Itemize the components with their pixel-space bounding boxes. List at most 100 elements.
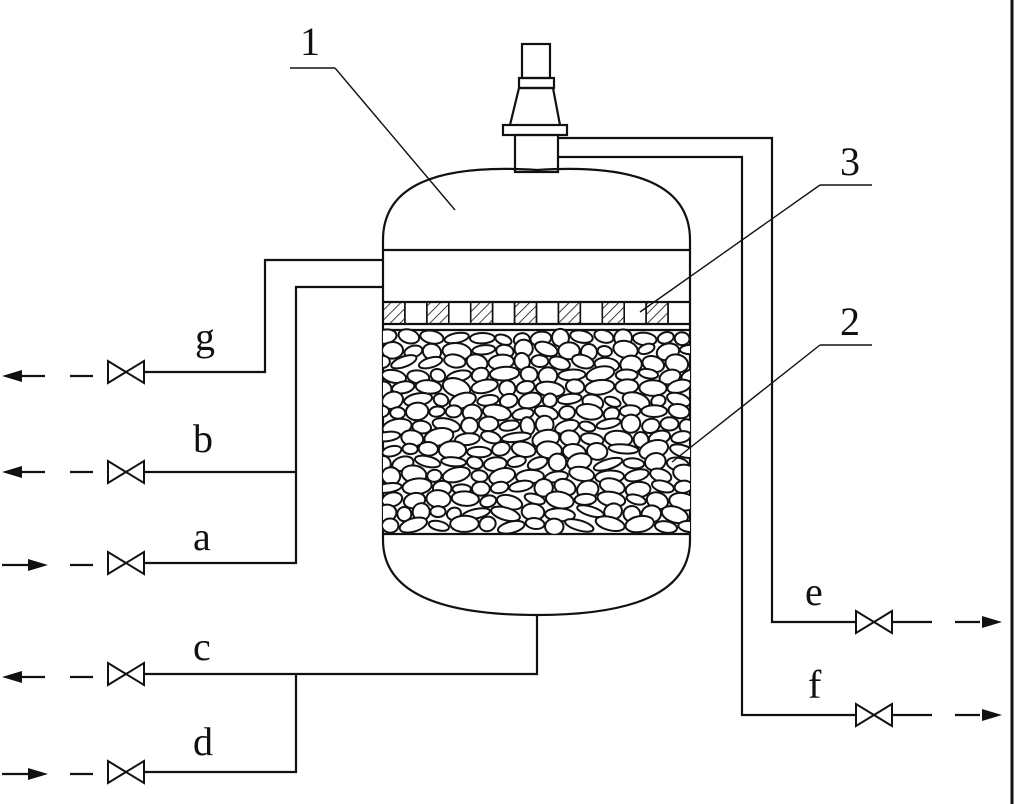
- packing-pebble: [389, 406, 407, 420]
- packing-pebble: [673, 331, 690, 347]
- packing-pebble: [524, 517, 546, 530]
- packing-pebble: [383, 368, 408, 385]
- packing-pebble: [688, 359, 690, 371]
- packing-pebble: [496, 519, 526, 534]
- packing-pebble: [460, 416, 479, 435]
- valve-c[interactable]: [107, 661, 145, 687]
- packing-pebble: [417, 440, 439, 457]
- packing-pebble: [547, 452, 568, 473]
- arrow-f: [955, 709, 1002, 721]
- line-label-a: a: [193, 514, 211, 559]
- packing-pebble: [470, 480, 491, 497]
- top-nozzle: [501, 42, 569, 174]
- distributor-gap: [535, 301, 560, 325]
- packing-pebble: [398, 516, 428, 534]
- valve-d[interactable]: [107, 759, 145, 785]
- packing-pebble: [383, 444, 403, 458]
- packing-pebble: [489, 480, 510, 495]
- distributor-hatched-block: [469, 301, 494, 325]
- packing-pebble: [396, 505, 413, 523]
- packing-pebble: [586, 441, 609, 461]
- packing-pebble: [659, 416, 680, 432]
- distributor-hatched-block: [601, 301, 625, 325]
- packing-pebble: [653, 520, 678, 534]
- packing-pebble: [697, 493, 718, 512]
- packing-pebble: [390, 354, 418, 370]
- valve-b[interactable]: [107, 459, 145, 485]
- packing-pebble: [689, 405, 690, 424]
- packing-pebble: [414, 454, 442, 469]
- packing-pebble: [498, 392, 519, 409]
- packing-pebble: [692, 478, 719, 502]
- distributor-plate: [382, 300, 691, 326]
- packing-pebble: [593, 328, 615, 344]
- packing-pebble: [573, 492, 598, 506]
- packing-pebble: [498, 419, 521, 432]
- packing-bed: [383, 327, 729, 536]
- packing-pebble: [397, 328, 421, 345]
- packing-pebble: [690, 378, 714, 400]
- packing-pebble: [620, 413, 642, 434]
- packing-pebble: [480, 430, 502, 445]
- packing-pebble: [564, 378, 586, 395]
- packing-pebble: [689, 336, 690, 340]
- packing-pebble: [428, 405, 446, 418]
- packing-pebble: [556, 392, 583, 406]
- left-piping: [143, 258, 539, 774]
- line-label-e: e: [805, 569, 823, 614]
- packing-pebble: [466, 445, 493, 459]
- callout-vessel-label: 1: [300, 19, 320, 64]
- packing-pebble: [568, 465, 596, 483]
- packing-pebble: [622, 457, 646, 470]
- distributor-gap: [579, 301, 604, 325]
- packing-pebble: [680, 367, 690, 383]
- packing-pebble: [607, 443, 640, 455]
- packing-pebble: [584, 378, 616, 396]
- callout-leaders: [290, 67, 872, 463]
- packing-pebble: [692, 432, 708, 443]
- valve-g[interactable]: [107, 359, 145, 385]
- packing-pebble: [508, 479, 534, 493]
- packing-pebble: [678, 343, 690, 356]
- packing-pebble: [594, 515, 626, 532]
- packing-pebble: [526, 455, 549, 471]
- distributor-hatched-block: [426, 301, 450, 325]
- packing-pebble: [477, 415, 500, 433]
- packing-pebble: [603, 395, 622, 408]
- line-label-d: d: [193, 719, 213, 764]
- packing-pebble: [651, 479, 675, 494]
- valve-a[interactable]: [107, 550, 145, 576]
- distributor-hatched-block: [557, 301, 582, 325]
- packing-pebble: [592, 456, 624, 472]
- packing-pebble: [383, 517, 400, 534]
- packing-pebble: [544, 517, 565, 534]
- packing-pebble: [569, 329, 594, 344]
- packing-pebble: [491, 440, 511, 457]
- packing-pebble: [558, 404, 576, 421]
- distributor-gap: [623, 301, 647, 325]
- packing-pebble: [625, 493, 647, 506]
- packing-pebble: [441, 466, 471, 484]
- distributor-hatched-block: [382, 301, 406, 325]
- line-label-c: c: [193, 624, 211, 669]
- packing-pebble: [638, 367, 660, 380]
- packing-pebble: [624, 514, 655, 534]
- packing-pebble: [401, 442, 419, 456]
- packing-pebble: [429, 505, 447, 519]
- packing-pebble: [444, 404, 463, 419]
- arrow-c: [2, 671, 93, 683]
- packing-pebble: [578, 420, 597, 433]
- distributor-gap: [404, 301, 428, 325]
- packing-pebble: [440, 456, 467, 468]
- packing-pebble: [470, 378, 499, 395]
- packing-pebble: [541, 392, 558, 409]
- packing-pebble: [698, 464, 729, 484]
- packing-pebble: [468, 331, 496, 345]
- valve-f[interactable]: [855, 702, 893, 728]
- valve-e[interactable]: [855, 609, 893, 635]
- packing-pebble: [383, 354, 391, 370]
- line-label-b: b: [193, 416, 213, 461]
- packing-pebble: [575, 403, 604, 421]
- packing-pebble: [548, 355, 571, 371]
